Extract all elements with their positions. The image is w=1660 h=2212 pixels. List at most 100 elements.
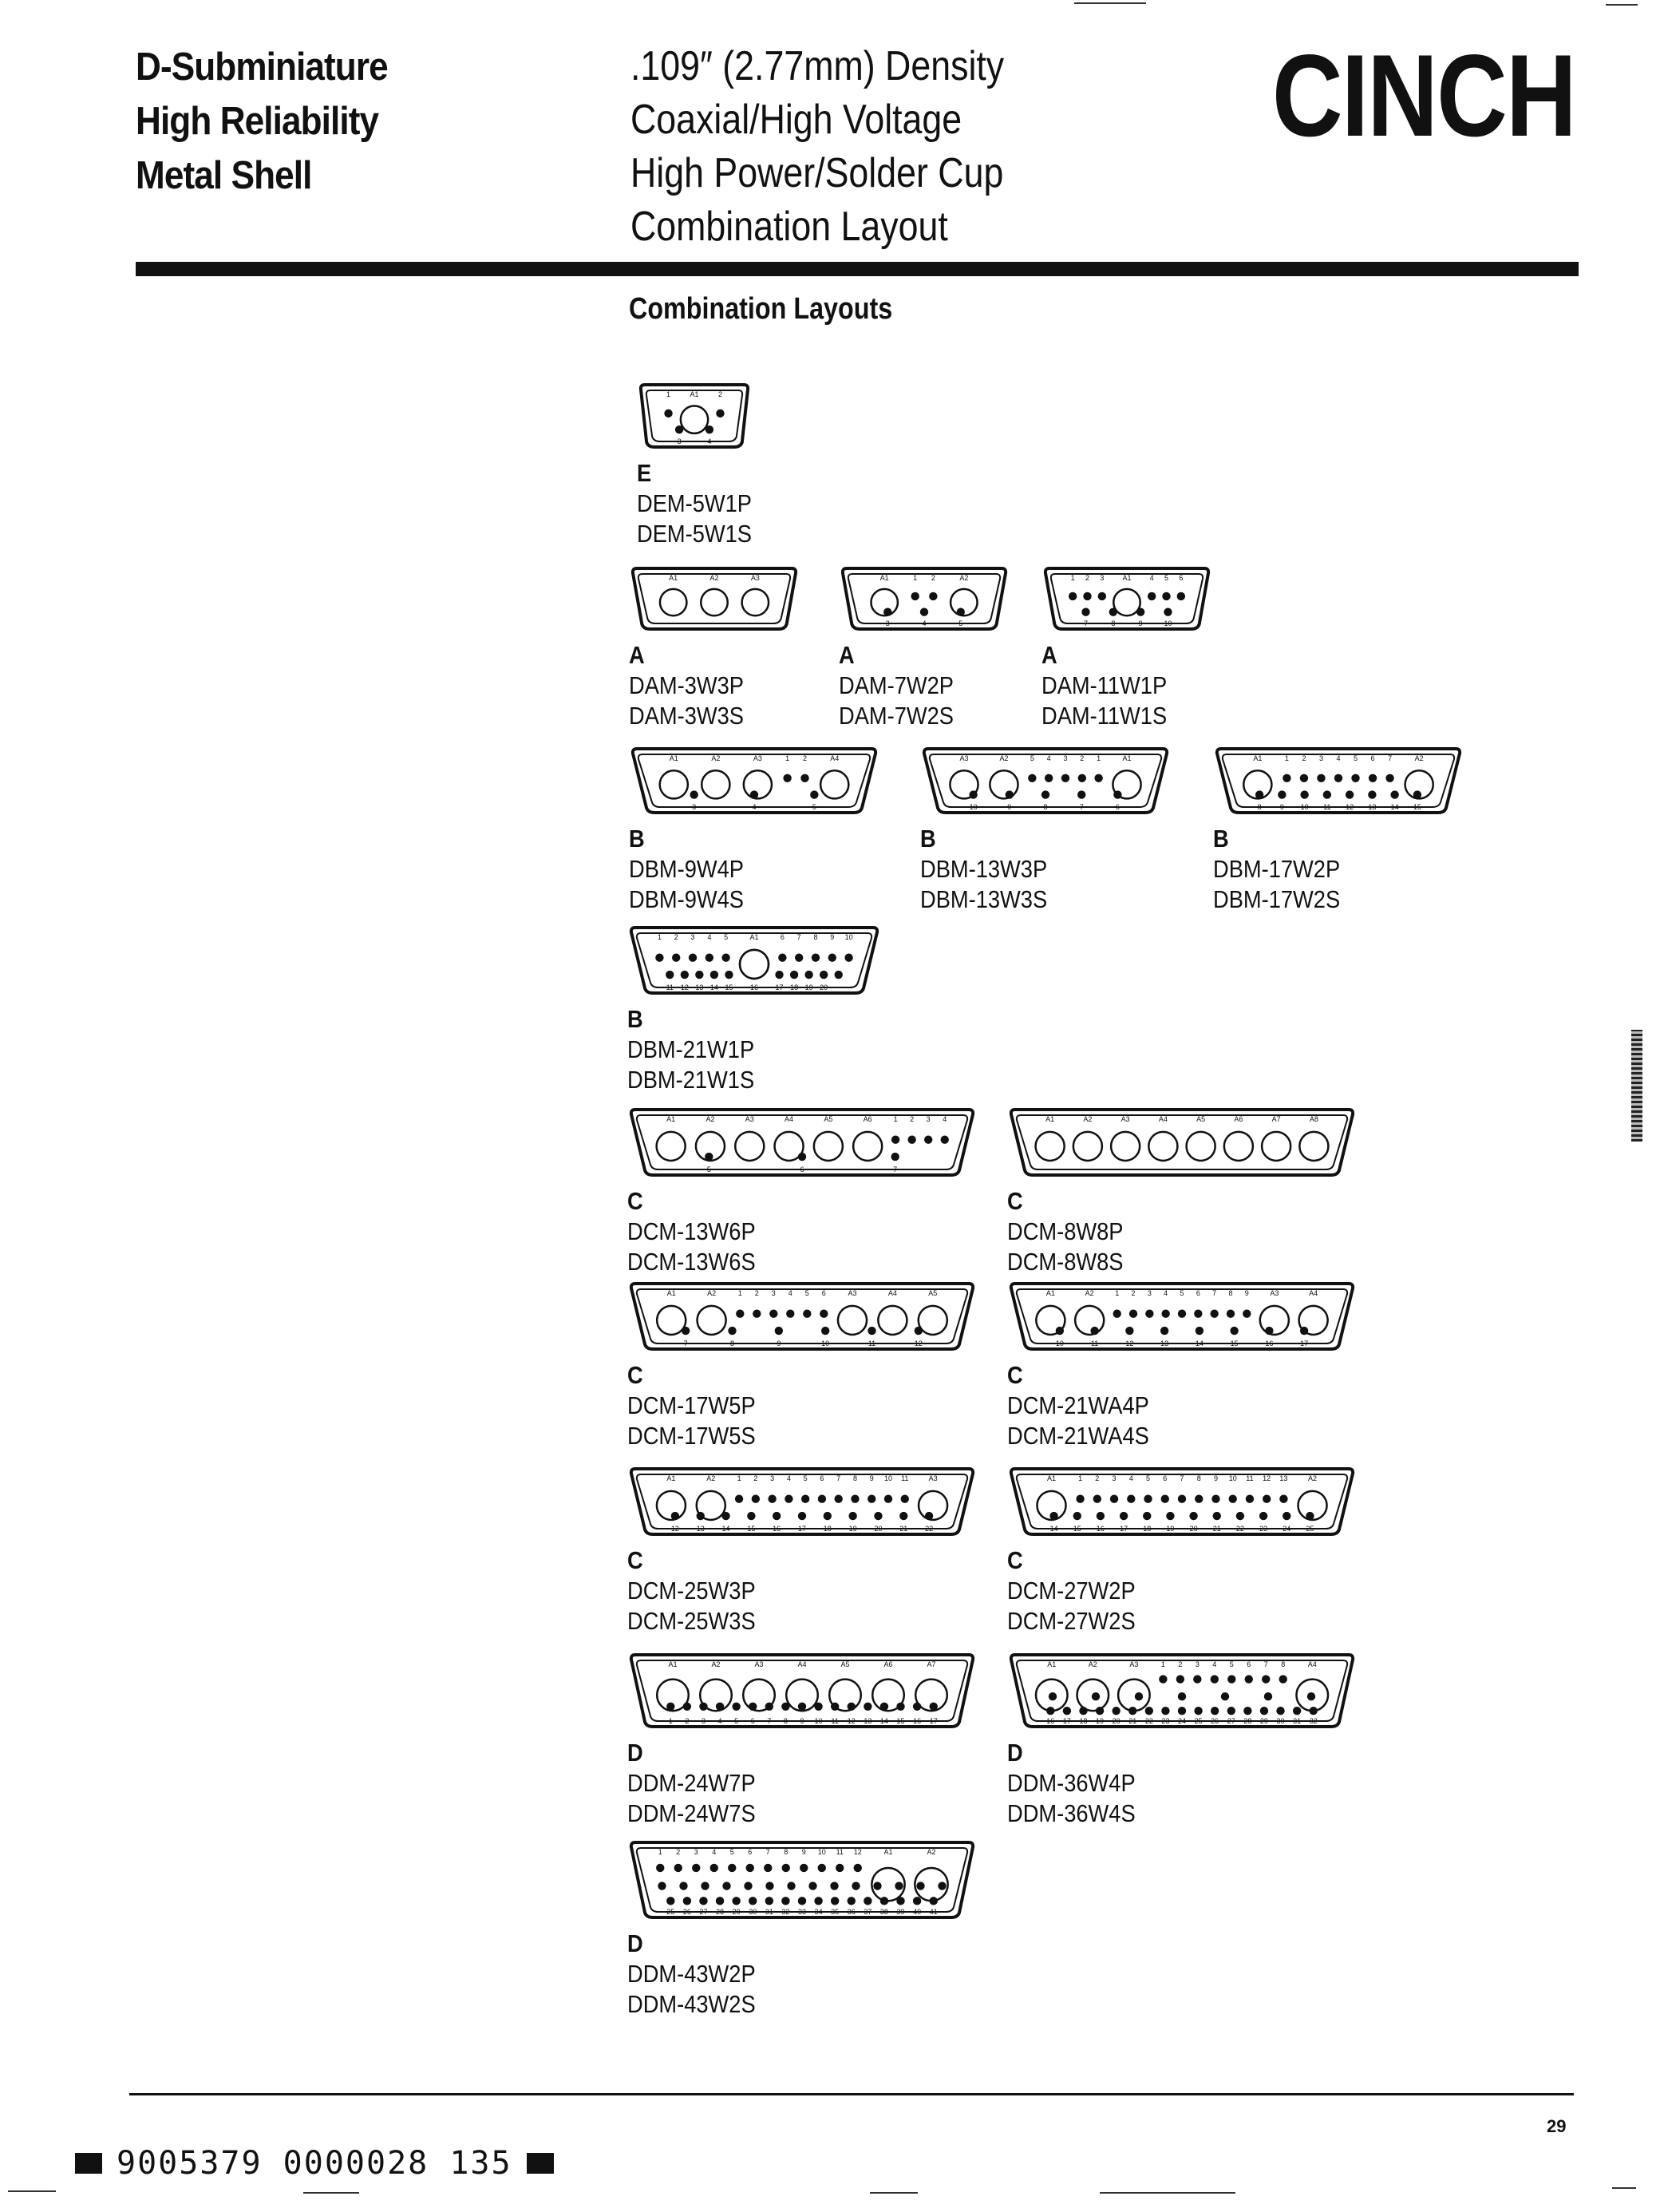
contact-label: 35: [831, 1908, 839, 1916]
contact-label: A4: [888, 1289, 897, 1297]
contact-label: A2: [1085, 1289, 1094, 1297]
pin-contact: [1279, 1494, 1288, 1503]
contact-label: 2: [1178, 1660, 1182, 1668]
contact-label: 2: [685, 1717, 689, 1725]
pin-contact: [1048, 1692, 1057, 1701]
coax-contact: [785, 1678, 820, 1712]
contact-label: 6: [1247, 1660, 1251, 1668]
scan-dash: [870, 2192, 918, 2194]
contact-label: 10: [821, 1339, 829, 1347]
pin-contact: [1164, 607, 1172, 616]
contact-label: 2: [676, 1848, 680, 1856]
shell-inner: [635, 1660, 969, 1722]
pin-contact: [728, 1326, 737, 1336]
coax-contact: [1076, 1678, 1110, 1712]
contact-label: 7: [1080, 803, 1084, 811]
coax-contact: [1073, 1304, 1105, 1336]
shell-size: E: [637, 459, 652, 487]
shell-outline: [630, 567, 798, 631]
pin-contact: [786, 1309, 795, 1318]
contact-label: 22: [1145, 1717, 1153, 1725]
contact-label: 15: [1073, 1525, 1081, 1533]
pin-contact: [1160, 1494, 1169, 1503]
shell-inner: [635, 1474, 969, 1529]
contact-label: 7: [1388, 754, 1392, 762]
contact-label: 8: [1228, 1289, 1232, 1297]
coax-contact: [1259, 1304, 1290, 1336]
category-line: Metal Shell: [136, 154, 312, 197]
pin-contact: [768, 1494, 777, 1503]
contact-label: 10: [1229, 1474, 1237, 1482]
pin-contact: [817, 1863, 826, 1873]
pin-contact: [1044, 774, 1053, 782]
contact-label: A1: [880, 574, 889, 582]
pin-contact: [797, 1511, 807, 1521]
contact-label: 29: [733, 1908, 741, 1916]
coax-contact: [917, 1490, 949, 1521]
contact-label: A1: [667, 1289, 676, 1297]
contact-label: 4: [1336, 754, 1340, 762]
shell-size: C: [1007, 1546, 1023, 1574]
pin-contact: [1046, 1707, 1055, 1715]
pin-contact: [747, 1511, 756, 1521]
contact-label: 1: [785, 754, 789, 762]
pin-contact: [1195, 1326, 1204, 1336]
contact-label: 7: [1180, 1474, 1184, 1482]
coax-contact: [679, 405, 709, 435]
pin-contact: [896, 1702, 905, 1711]
pin-contact: [682, 1702, 692, 1711]
pin-contact: [1176, 1675, 1185, 1684]
contact-label: 40: [913, 1908, 921, 1916]
part-number-pin: DEM-5W1P: [637, 489, 753, 517]
contact-label: A1: [1047, 1660, 1056, 1668]
contact-label: A3: [1129, 1660, 1138, 1668]
contact-label: 20: [1190, 1525, 1198, 1533]
coax-contact: [741, 1678, 777, 1712]
contact-label: A6: [883, 1660, 892, 1668]
contact-label: 39: [897, 1908, 905, 1916]
pin-contact: [1243, 1707, 1252, 1715]
pin-contact: [1306, 1692, 1316, 1701]
pin-contact: [1193, 1675, 1202, 1684]
part-number-pin: DAM-3W3P: [629, 671, 745, 699]
contact-label: A2: [707, 1289, 716, 1297]
pin-contact: [929, 592, 938, 601]
pin-contact: [819, 970, 828, 979]
contact-label: 20: [1113, 1717, 1120, 1725]
contact-label: 13: [1160, 1339, 1168, 1347]
part-number-socket: DCM-8W8S: [1007, 1248, 1124, 1276]
contact-label: 10: [1056, 1339, 1064, 1347]
contact-label: A1: [670, 754, 678, 762]
part-number-pin: DCM-13W6P: [627, 1217, 756, 1245]
coax-contact: [917, 1304, 949, 1336]
contact-label: 3: [1148, 1289, 1152, 1297]
shell-outline: [629, 1108, 975, 1177]
contact-label: A6: [1234, 1115, 1243, 1123]
contact-label: A3: [1270, 1289, 1279, 1297]
contact-label: 13: [697, 1525, 705, 1533]
contact-label: 18: [1079, 1717, 1087, 1725]
coax-contact: [989, 769, 1019, 800]
pin-contact: [1144, 1494, 1152, 1503]
pin-contact: [1227, 1675, 1236, 1684]
contact-label: 1: [894, 1115, 898, 1123]
pin-contact: [803, 1309, 812, 1318]
contact-label: 10: [1164, 619, 1172, 627]
pin-contact: [778, 953, 787, 962]
contact-label: A2: [999, 754, 1008, 762]
pin-contact: [728, 1863, 737, 1873]
coax-contact: [828, 1678, 863, 1712]
contact-label: 3: [1113, 1474, 1117, 1482]
coax-contact: [700, 588, 729, 617]
pin-contact: [864, 1702, 872, 1711]
pin-contact: [1109, 607, 1118, 616]
contact-label: 2: [1080, 754, 1084, 762]
contact-label: 12: [681, 983, 689, 991]
part-number-socket: DCM-13W6S: [627, 1248, 756, 1276]
contact-label: 4: [752, 803, 756, 811]
part-number-socket: DEM-5W1S: [637, 520, 753, 548]
